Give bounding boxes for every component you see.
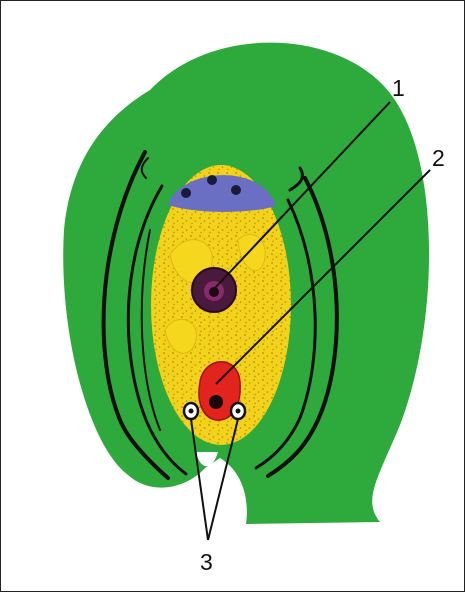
antipodal-nucleus — [207, 175, 217, 185]
antipodal-nucleus — [231, 185, 241, 195]
antipodal-nucleus — [181, 188, 191, 198]
label-2: 2 — [432, 145, 445, 171]
synergid-left-nucleus — [189, 409, 194, 414]
egg-nucleus — [209, 395, 223, 409]
label-1: 1 — [392, 75, 405, 101]
synergid-right-nucleus — [236, 409, 241, 414]
label-3: 3 — [200, 549, 213, 575]
